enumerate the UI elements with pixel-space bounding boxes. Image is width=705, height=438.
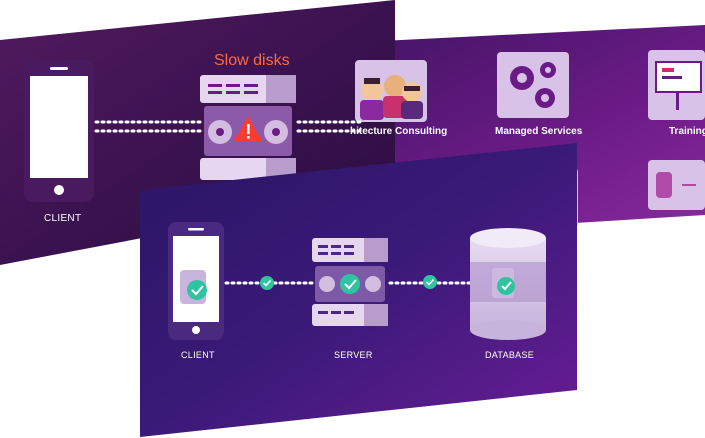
database-icon bbox=[470, 228, 546, 340]
back-client-label: CLIENT bbox=[44, 213, 82, 224]
front-client-label: CLIENT bbox=[181, 350, 215, 360]
training-tile[interactable] bbox=[648, 50, 705, 120]
check-icon bbox=[423, 275, 437, 289]
front-database-label: DATABASE bbox=[485, 350, 535, 360]
consulting-tile[interactable] bbox=[355, 60, 427, 122]
client-phone-icon-front bbox=[168, 222, 224, 340]
server-icon bbox=[312, 238, 388, 326]
service-label-training: Training bbox=[669, 126, 705, 137]
client-phone-icon bbox=[24, 60, 94, 202]
service-label-managed: Managed Services bbox=[495, 126, 583, 137]
managed-services-tile[interactable] bbox=[497, 52, 569, 118]
warning-icon bbox=[234, 116, 262, 142]
service-label-consulting: hitecture Consulting bbox=[350, 126, 448, 137]
check-icon bbox=[187, 280, 207, 300]
check-icon bbox=[260, 276, 274, 290]
front-server-label: SERVER bbox=[334, 350, 373, 360]
slow-disks-title: Slow disks bbox=[214, 52, 290, 69]
